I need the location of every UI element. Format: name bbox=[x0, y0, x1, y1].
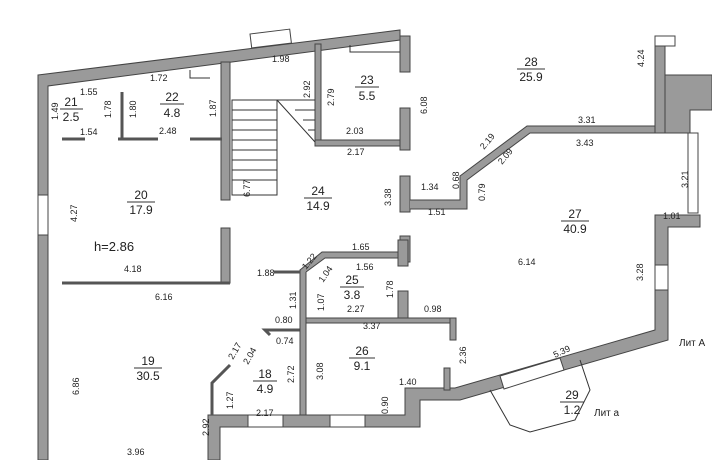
dimension: 0.98 bbox=[424, 304, 442, 314]
dimension: 4.18 bbox=[124, 264, 142, 274]
dimension: 1.49 bbox=[50, 102, 60, 120]
dimension: 2.48 bbox=[159, 126, 177, 136]
dimension: 2.19 bbox=[478, 131, 497, 151]
dimension: 4.27 bbox=[69, 204, 79, 222]
room-26: 269.1 bbox=[349, 344, 375, 373]
room-area: 14.9 bbox=[306, 199, 330, 213]
dimension: 0.79 bbox=[477, 183, 487, 201]
room-29: 291.2 bbox=[560, 388, 584, 417]
dimension: 1.34 bbox=[421, 182, 439, 192]
room-area: 3.8 bbox=[344, 288, 361, 302]
room-area: 30.5 bbox=[136, 369, 160, 383]
room-area: 9.1 bbox=[354, 359, 371, 373]
room-number: 22 bbox=[165, 90, 179, 104]
room-23: 235.5 bbox=[355, 73, 379, 103]
dimension: 2.27 bbox=[347, 304, 365, 314]
dimension: 2.17 bbox=[347, 147, 365, 157]
dimension: 0.68 bbox=[451, 171, 461, 189]
room-18: 184.9 bbox=[253, 367, 277, 396]
dimension: 2.36 bbox=[458, 346, 468, 364]
room-number: 26 bbox=[355, 344, 369, 358]
dimension: 6.86 bbox=[71, 377, 81, 395]
dimension: 3.31 bbox=[578, 115, 596, 125]
room-number: 18 bbox=[258, 367, 272, 381]
dimension: 3.28 bbox=[635, 263, 645, 281]
dimension: 2.17 bbox=[226, 341, 243, 361]
dimension: 2.92 bbox=[201, 418, 211, 436]
lit-a-upper-label: Лит А bbox=[679, 338, 706, 349]
room-number: 19 bbox=[141, 354, 155, 368]
room-number: 21 bbox=[64, 95, 78, 109]
ceiling-height: h=2.86 bbox=[94, 239, 134, 254]
room-number: 28 bbox=[524, 55, 538, 69]
dimension: 0.74 bbox=[276, 336, 294, 346]
dimension: 1.78 bbox=[103, 100, 113, 118]
room-area: 5.5 bbox=[359, 89, 376, 103]
room-25: 253.8 bbox=[340, 273, 364, 302]
room-area: 40.9 bbox=[563, 222, 587, 236]
dimension: 2.79 bbox=[326, 88, 336, 106]
room-area: 4.8 bbox=[164, 106, 181, 120]
room-number: 24 bbox=[311, 184, 325, 198]
dimension: 1.01 bbox=[663, 211, 681, 221]
dimension: 3.43 bbox=[576, 138, 594, 148]
dimension: 1.27 bbox=[225, 391, 235, 409]
dimension: 1.56 bbox=[356, 262, 374, 272]
dimension: 2.72 bbox=[286, 365, 296, 383]
dimension: 1.87 bbox=[208, 99, 218, 117]
dimension: 1.40 bbox=[399, 377, 417, 387]
dimension: 3.38 bbox=[383, 188, 393, 206]
dimension: 0.80 bbox=[275, 315, 293, 325]
dimension: 1.04 bbox=[316, 264, 334, 284]
dimension: 2.04 bbox=[241, 346, 258, 366]
dimension: 1.72 bbox=[150, 73, 168, 83]
dimension: 2.92 bbox=[302, 80, 312, 98]
room-area: 4.9 bbox=[257, 382, 274, 396]
dimension: 1.07 bbox=[316, 293, 326, 311]
room-number: 29 bbox=[565, 388, 579, 402]
stairs-icon bbox=[231, 99, 316, 196]
room-number: 23 bbox=[360, 73, 374, 87]
room-number: 27 bbox=[568, 207, 582, 221]
room-21: 212.5 bbox=[60, 95, 83, 124]
room-number: 20 bbox=[134, 188, 148, 202]
dimension: 1.51 bbox=[428, 207, 446, 217]
dimension: 1.31 bbox=[288, 291, 298, 309]
dimension: 1.65 bbox=[352, 242, 370, 252]
dimension: 2.03 bbox=[346, 126, 364, 136]
dimension: 3.21 bbox=[680, 170, 690, 188]
room-22: 224.8 bbox=[160, 90, 184, 120]
dimension: 4.24 bbox=[636, 49, 646, 67]
dimension: 1.88 bbox=[257, 268, 275, 278]
dimension: 1.98 bbox=[272, 54, 290, 64]
room-area: 25.9 bbox=[519, 70, 543, 84]
dimension: 6.77 bbox=[242, 179, 252, 197]
room-area: 17.9 bbox=[129, 203, 153, 217]
dimension: 3.37 bbox=[363, 321, 381, 331]
dimension: 3.08 bbox=[315, 362, 325, 380]
dimension: 2.17 bbox=[256, 408, 274, 418]
dimension: 1.54 bbox=[80, 127, 98, 137]
dimension: 1.78 bbox=[385, 280, 395, 298]
dimension: 1.80 bbox=[128, 100, 138, 118]
dimension: 3.96 bbox=[127, 447, 145, 457]
room-number: 25 bbox=[345, 273, 359, 287]
room-area: 2.5 bbox=[63, 110, 80, 124]
dimension: 1.55 bbox=[80, 87, 98, 97]
dimension: 6.14 bbox=[518, 257, 536, 267]
lit-a-lower-label: Лит а bbox=[594, 408, 620, 419]
dimension: 6.08 bbox=[419, 96, 429, 114]
room-area: 1.2 bbox=[564, 403, 581, 417]
dimension: 6.16 bbox=[155, 292, 173, 302]
dimension: 0.90 bbox=[380, 396, 390, 414]
walls bbox=[37, 28, 712, 460]
